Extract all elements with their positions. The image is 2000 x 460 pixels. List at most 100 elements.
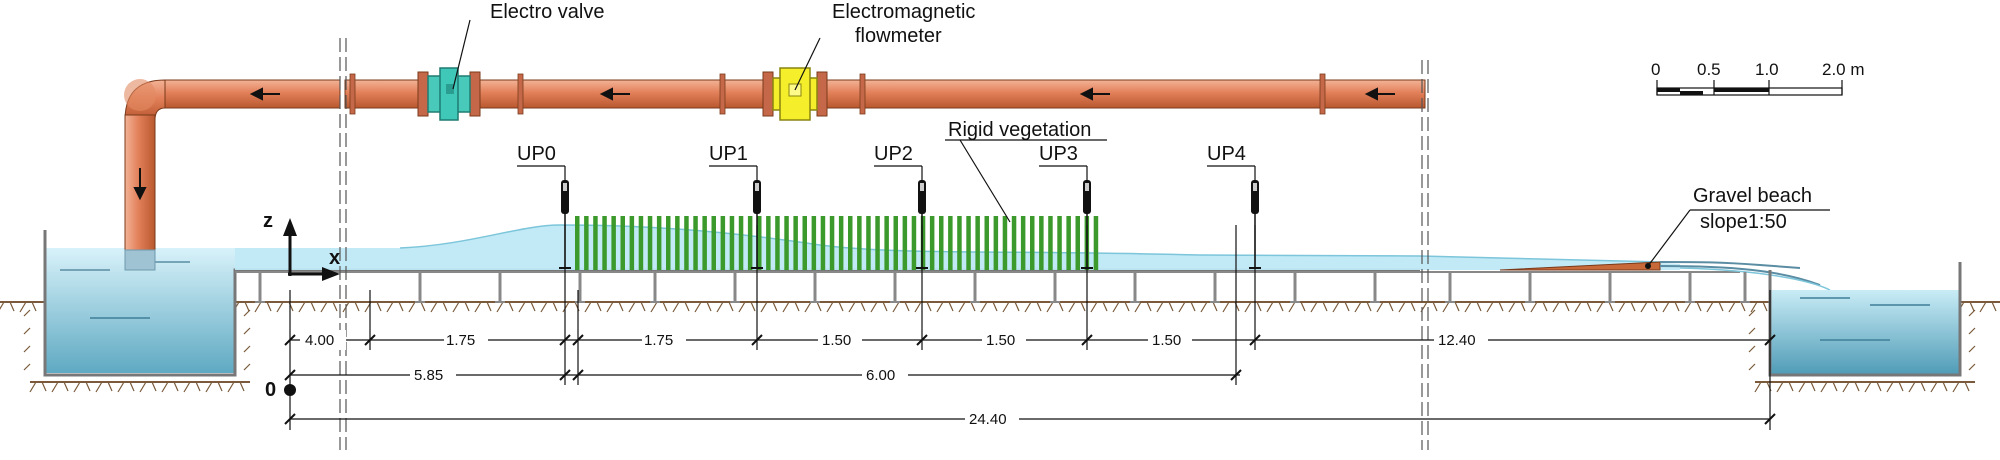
axes: z x 0 xyxy=(263,210,340,401)
vegetation-stem xyxy=(738,216,744,270)
dim-1-75-b: 1.75 xyxy=(644,332,673,349)
flowmeter-label-line2: flowmeter xyxy=(855,25,942,47)
vegetation-stem xyxy=(720,216,726,270)
dim-24-40: 24.40 xyxy=(969,411,1007,428)
vegetation-stem xyxy=(820,216,826,270)
dim-4-00: 4.00 xyxy=(305,332,334,349)
vegetation-stem xyxy=(584,216,589,270)
dim-1-50-c: 1.50 xyxy=(1152,332,1181,349)
vegetation-stem xyxy=(656,216,662,270)
probe-label: UP1 xyxy=(709,143,748,165)
vegetation-stem xyxy=(802,216,807,270)
scale-tick-2: 1.0 xyxy=(1755,60,1779,79)
vegetation-stem xyxy=(857,216,862,270)
vegetation-stem xyxy=(966,216,971,270)
vegetation-stem xyxy=(993,216,999,270)
component-labels: Electro valve Electromagnetic flowmeter … xyxy=(490,1,1830,269)
vegetation-stem xyxy=(784,216,789,270)
dim-1-50-a: 1.50 xyxy=(822,332,851,349)
vegetation-stem xyxy=(1048,216,1053,270)
vegetation-stem xyxy=(675,216,680,270)
flowmeter-label-line1: Electromagnetic xyxy=(832,1,975,23)
vegetation-stem xyxy=(702,216,707,270)
vegetation-stem xyxy=(920,216,926,270)
probe-up2: UP2 xyxy=(874,143,928,269)
probe-label: UP3 xyxy=(1039,143,1078,165)
origin-label: 0 xyxy=(265,379,276,401)
vegetation-stem xyxy=(602,216,607,270)
vegetation-stem xyxy=(1030,216,1035,270)
scale-tick-3: 2.0 m xyxy=(1822,60,1865,79)
dim-12-40: 12.40 xyxy=(1438,332,1476,349)
gravel-beach-label-line1: Gravel beach xyxy=(1693,185,1812,207)
scale-tick-0: 0 xyxy=(1651,60,1660,79)
vegetation-stem xyxy=(575,216,580,270)
vegetation-stem xyxy=(775,216,780,270)
dimension-ticks xyxy=(284,334,1776,425)
rigid-vegetation-label: Rigid vegetation xyxy=(948,119,1091,141)
vegetation-stem xyxy=(1066,216,1071,270)
vegetation-stem xyxy=(1039,216,1044,270)
gravel-beach xyxy=(1499,261,1831,291)
vegetation-stem xyxy=(684,216,689,270)
vegetation-stem xyxy=(866,216,871,270)
vegetation-stem xyxy=(984,216,989,270)
electro-valve xyxy=(417,19,481,121)
flume-supports xyxy=(255,272,1750,303)
dim-6-00: 6.00 xyxy=(866,367,895,384)
vegetation-stem xyxy=(629,216,635,270)
axis-x-label: x xyxy=(329,247,340,269)
vegetation-stem xyxy=(911,216,917,270)
scale-bar: 0 0.5 1.0 2.0 m xyxy=(1651,60,1865,96)
probes: UP0 UP1 UP2 UP3 UP4 xyxy=(517,143,1261,269)
dim-5-85: 5.85 xyxy=(414,367,443,384)
scale-tick-1: 0.5 xyxy=(1697,60,1721,79)
vegetation-stem xyxy=(729,216,735,270)
vegetation-stem xyxy=(957,216,962,270)
ground xyxy=(0,301,2000,393)
axis-z-label: z xyxy=(263,210,273,232)
vegetation-stem xyxy=(838,216,844,270)
gravel-beach-label-line2: slope1:50 xyxy=(1700,211,1787,233)
vegetation-stem xyxy=(1075,216,1080,270)
electromagnetic-flowmeter xyxy=(762,37,828,121)
vegetation-stem xyxy=(620,216,625,270)
electro-valve-label: Electro valve xyxy=(490,1,605,23)
vegetation-stem xyxy=(757,216,762,270)
vegetation-stem xyxy=(766,216,771,270)
probe-up4: UP4 xyxy=(1207,143,1261,269)
probe-up0: UP0 xyxy=(517,143,571,269)
supply-pipe xyxy=(124,73,1426,271)
vegetation-stem xyxy=(1002,216,1008,270)
vegetation-stem xyxy=(1020,216,1026,270)
vegetation-stem xyxy=(975,216,980,270)
vegetation-stem xyxy=(711,216,716,270)
vegetation-stem xyxy=(811,216,817,270)
vegetation-stem xyxy=(666,216,671,270)
dim-1-75-a: 1.75 xyxy=(446,332,475,349)
vegetation-stem xyxy=(848,216,853,270)
probe-up3: UP3 xyxy=(1039,143,1093,269)
vegetation-stem xyxy=(1057,216,1062,270)
vegetation-stem xyxy=(611,216,616,270)
vegetation-stem xyxy=(1093,216,1099,270)
dimension-values: 4.00 1.75 1.75 1.50 1.50 1.50 12.40 5.85… xyxy=(300,330,1488,429)
probe-label: UP4 xyxy=(1207,143,1246,165)
vegetation-stem xyxy=(647,216,653,270)
probe-label: UP2 xyxy=(874,143,913,165)
vegetation-stem xyxy=(902,216,908,270)
probe-up1: UP1 xyxy=(709,143,763,269)
vegetation-stem xyxy=(829,216,835,270)
vegetation-stem xyxy=(593,216,598,270)
vegetation-stem xyxy=(1011,216,1017,270)
break-lines xyxy=(339,38,1429,450)
vegetation-stem xyxy=(875,216,880,270)
vegetation-stem xyxy=(948,216,953,270)
dim-1-50-b: 1.50 xyxy=(986,332,1015,349)
vegetation-stem xyxy=(793,216,798,270)
vegetation-stem xyxy=(693,216,698,270)
vegetation-stem xyxy=(638,216,644,270)
vegetation-stem xyxy=(747,216,753,270)
